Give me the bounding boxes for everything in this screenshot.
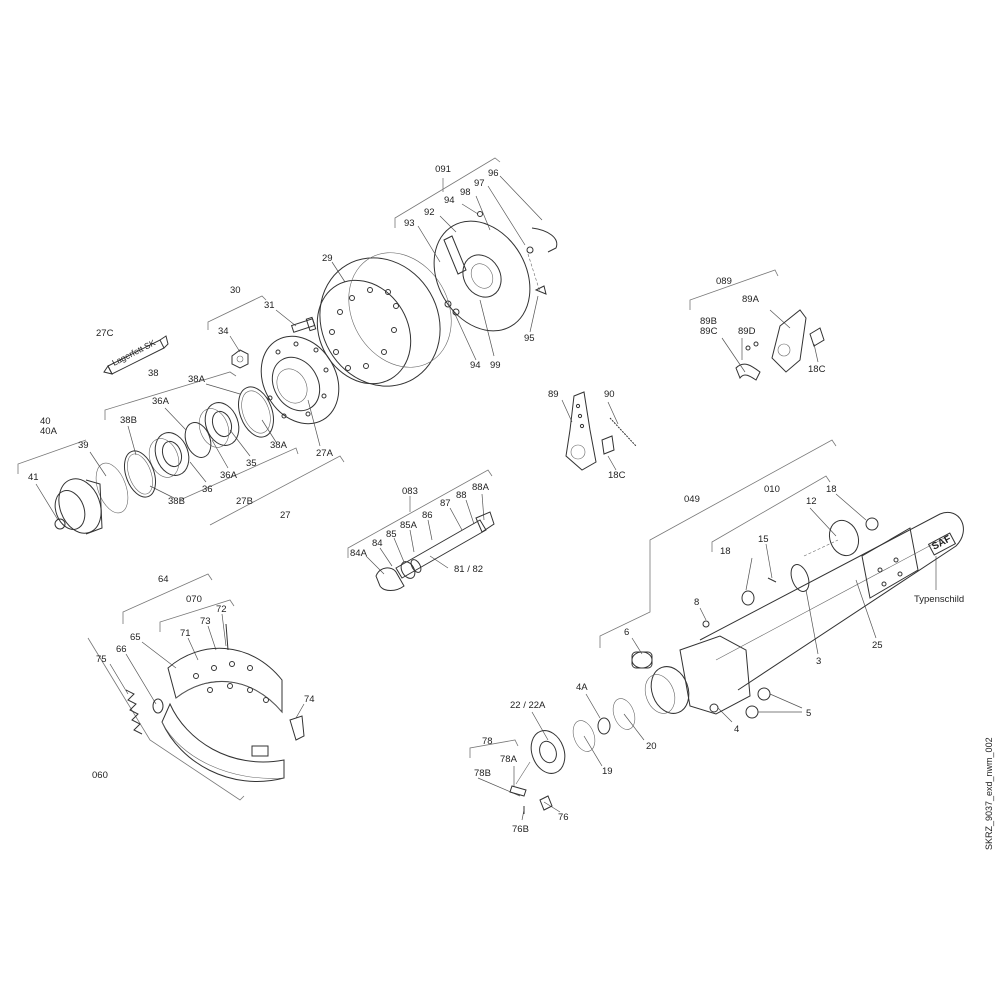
label-89A: 89A bbox=[742, 294, 760, 305]
label-88: 88 bbox=[456, 490, 467, 501]
label-5: 5 bbox=[806, 708, 811, 719]
label-85A: 85A bbox=[400, 520, 418, 531]
label-38: 38 bbox=[148, 368, 159, 379]
label-96: 96 bbox=[488, 168, 499, 179]
slack-adjuster-lower bbox=[565, 391, 637, 471]
label-73: 73 bbox=[200, 616, 211, 627]
label-34: 34 bbox=[218, 326, 229, 337]
label-76: 76 bbox=[558, 812, 569, 823]
label-18-left: 18 bbox=[720, 546, 731, 557]
label-75: 75 bbox=[96, 654, 107, 665]
label-95: 95 bbox=[524, 333, 535, 344]
label-98: 98 bbox=[460, 187, 471, 198]
label-85: 85 bbox=[386, 529, 397, 540]
label-089: 089 bbox=[716, 276, 732, 287]
label-049: 049 bbox=[684, 494, 700, 505]
label-99: 99 bbox=[490, 360, 501, 371]
label-35: 35 bbox=[246, 458, 257, 469]
label-29: 29 bbox=[322, 253, 333, 264]
part-labels: 091 96 97 98 94 92 93 29 30 31 34 27C La… bbox=[28, 164, 964, 835]
label-30: 30 bbox=[230, 285, 241, 296]
label-19: 19 bbox=[602, 766, 613, 777]
label-39: 39 bbox=[78, 440, 89, 451]
label-66: 66 bbox=[116, 644, 127, 655]
label-94-bottom: 94 bbox=[470, 360, 481, 371]
grease-tube bbox=[103, 335, 169, 375]
label-94-top: 94 bbox=[444, 195, 455, 206]
label-89C: 89C bbox=[700, 326, 718, 337]
label-76B: 76B bbox=[512, 824, 529, 835]
label-070: 070 bbox=[186, 594, 202, 605]
label-89D: 89D bbox=[738, 326, 756, 337]
leader-lines bbox=[35, 175, 937, 821]
label-27: 27 bbox=[280, 510, 291, 521]
label-81-82: 81 / 82 bbox=[454, 564, 483, 575]
label-4: 4 bbox=[734, 724, 739, 735]
label-31: 31 bbox=[264, 300, 275, 311]
label-90: 90 bbox=[604, 389, 615, 400]
label-86: 86 bbox=[422, 510, 433, 521]
label-12: 12 bbox=[806, 496, 817, 507]
label-84A: 84A bbox=[350, 548, 368, 559]
label-22-22A: 22 / 22A bbox=[510, 700, 546, 711]
label-40: 40 bbox=[40, 416, 51, 427]
label-38B: 38B bbox=[168, 496, 185, 507]
label-18-right: 18 bbox=[826, 484, 837, 495]
label-78B: 78B bbox=[474, 768, 491, 779]
label-27A: 27A bbox=[316, 448, 334, 459]
label-27C: 27C bbox=[96, 328, 114, 339]
dust-cover bbox=[433, 211, 558, 332]
label-25: 25 bbox=[872, 640, 883, 651]
label-78A: 78A bbox=[500, 754, 518, 765]
label-083: 083 bbox=[402, 486, 418, 497]
label-15: 15 bbox=[758, 534, 769, 545]
label-97: 97 bbox=[474, 178, 485, 189]
label-8: 8 bbox=[694, 597, 699, 608]
label-18C-top: 18C bbox=[808, 364, 826, 375]
label-84: 84 bbox=[372, 538, 383, 549]
label-87: 87 bbox=[440, 498, 451, 509]
label-38A: 38A bbox=[270, 440, 288, 451]
label-78: 78 bbox=[482, 736, 493, 747]
label-71: 71 bbox=[180, 628, 191, 639]
camshaft bbox=[375, 511, 495, 591]
flange-set bbox=[509, 698, 636, 814]
label-36A: 36A bbox=[220, 470, 238, 481]
label-091: 091 bbox=[435, 164, 451, 175]
wheel-hub bbox=[231, 316, 340, 425]
label-92: 92 bbox=[424, 207, 435, 218]
label-36: 36 bbox=[202, 484, 213, 495]
hub-cap bbox=[54, 478, 103, 535]
label-6: 6 bbox=[624, 627, 629, 638]
group-brackets bbox=[17, 157, 837, 801]
label-010: 010 bbox=[764, 484, 780, 495]
label-4A: 4A bbox=[576, 682, 588, 693]
brake-shoes bbox=[125, 623, 305, 782]
label-Typenschild: Typenschild bbox=[914, 594, 964, 605]
drawing-reference: SKRZ_9037_exd_nwm_002 bbox=[984, 737, 994, 850]
bearing-set bbox=[95, 386, 274, 514]
label-27B: 27B bbox=[236, 496, 253, 507]
label-65: 65 bbox=[130, 632, 141, 643]
label-89B: 89B bbox=[700, 316, 717, 327]
label-38B-top: 38B bbox=[120, 415, 137, 426]
axle-beam bbox=[631, 511, 964, 719]
label-36A-top: 36A bbox=[152, 396, 170, 407]
label-18C-lower: 18C bbox=[608, 470, 626, 481]
label-93: 93 bbox=[404, 218, 415, 229]
label-89: 89 bbox=[548, 389, 559, 400]
label-20: 20 bbox=[646, 741, 657, 752]
label-060: 060 bbox=[92, 770, 108, 781]
label-88A: 88A bbox=[472, 482, 490, 493]
slack-adjuster-top bbox=[735, 309, 825, 381]
label-72: 72 bbox=[216, 604, 227, 615]
label-3: 3 bbox=[816, 656, 821, 667]
label-64: 64 bbox=[158, 574, 169, 585]
label-38A-top: 38A bbox=[188, 374, 206, 385]
label-41: 41 bbox=[28, 472, 39, 483]
label-40A: 40A bbox=[40, 426, 58, 437]
label-74: 74 bbox=[304, 694, 315, 705]
